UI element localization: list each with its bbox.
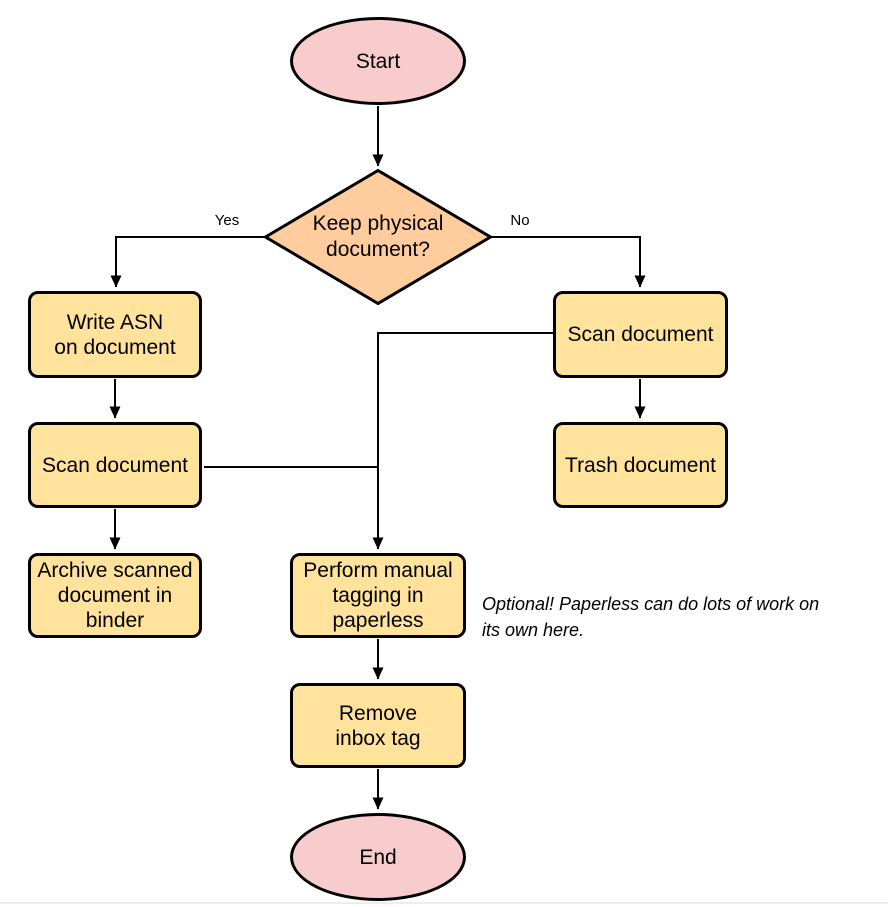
node-end: End (290, 813, 466, 901)
optional-note: Optional! Paperless can do lots of work … (482, 594, 820, 640)
edge-decision-no-to-scan-right (491, 236, 646, 288)
node-start: Start (290, 17, 466, 105)
edge-label-no: No (510, 212, 530, 229)
edge-label-yes: Yes (214, 212, 240, 229)
decision-shape (262, 168, 494, 306)
node-scan-document-right: Scan document (553, 291, 728, 378)
node-decision-label: Keep physical document? (312, 212, 444, 261)
node-scan-document-left: Scan document (28, 422, 202, 508)
node-trash-document: Trash document (553, 422, 728, 508)
node-remove-inbox-tag: Remove inbox tag (290, 683, 466, 768)
edge-scan-right-to-tagging (372, 332, 553, 550)
edge-decision-yes-to-write-asn (110, 236, 265, 288)
node-write-asn: Write ASN on document (28, 291, 202, 378)
node-manual-tagging: Perform manual tagging in paperless (290, 553, 466, 638)
page-bottom-divider (0, 902, 888, 904)
node-archive-in-binder: Archive scanned document in binder (28, 553, 202, 638)
